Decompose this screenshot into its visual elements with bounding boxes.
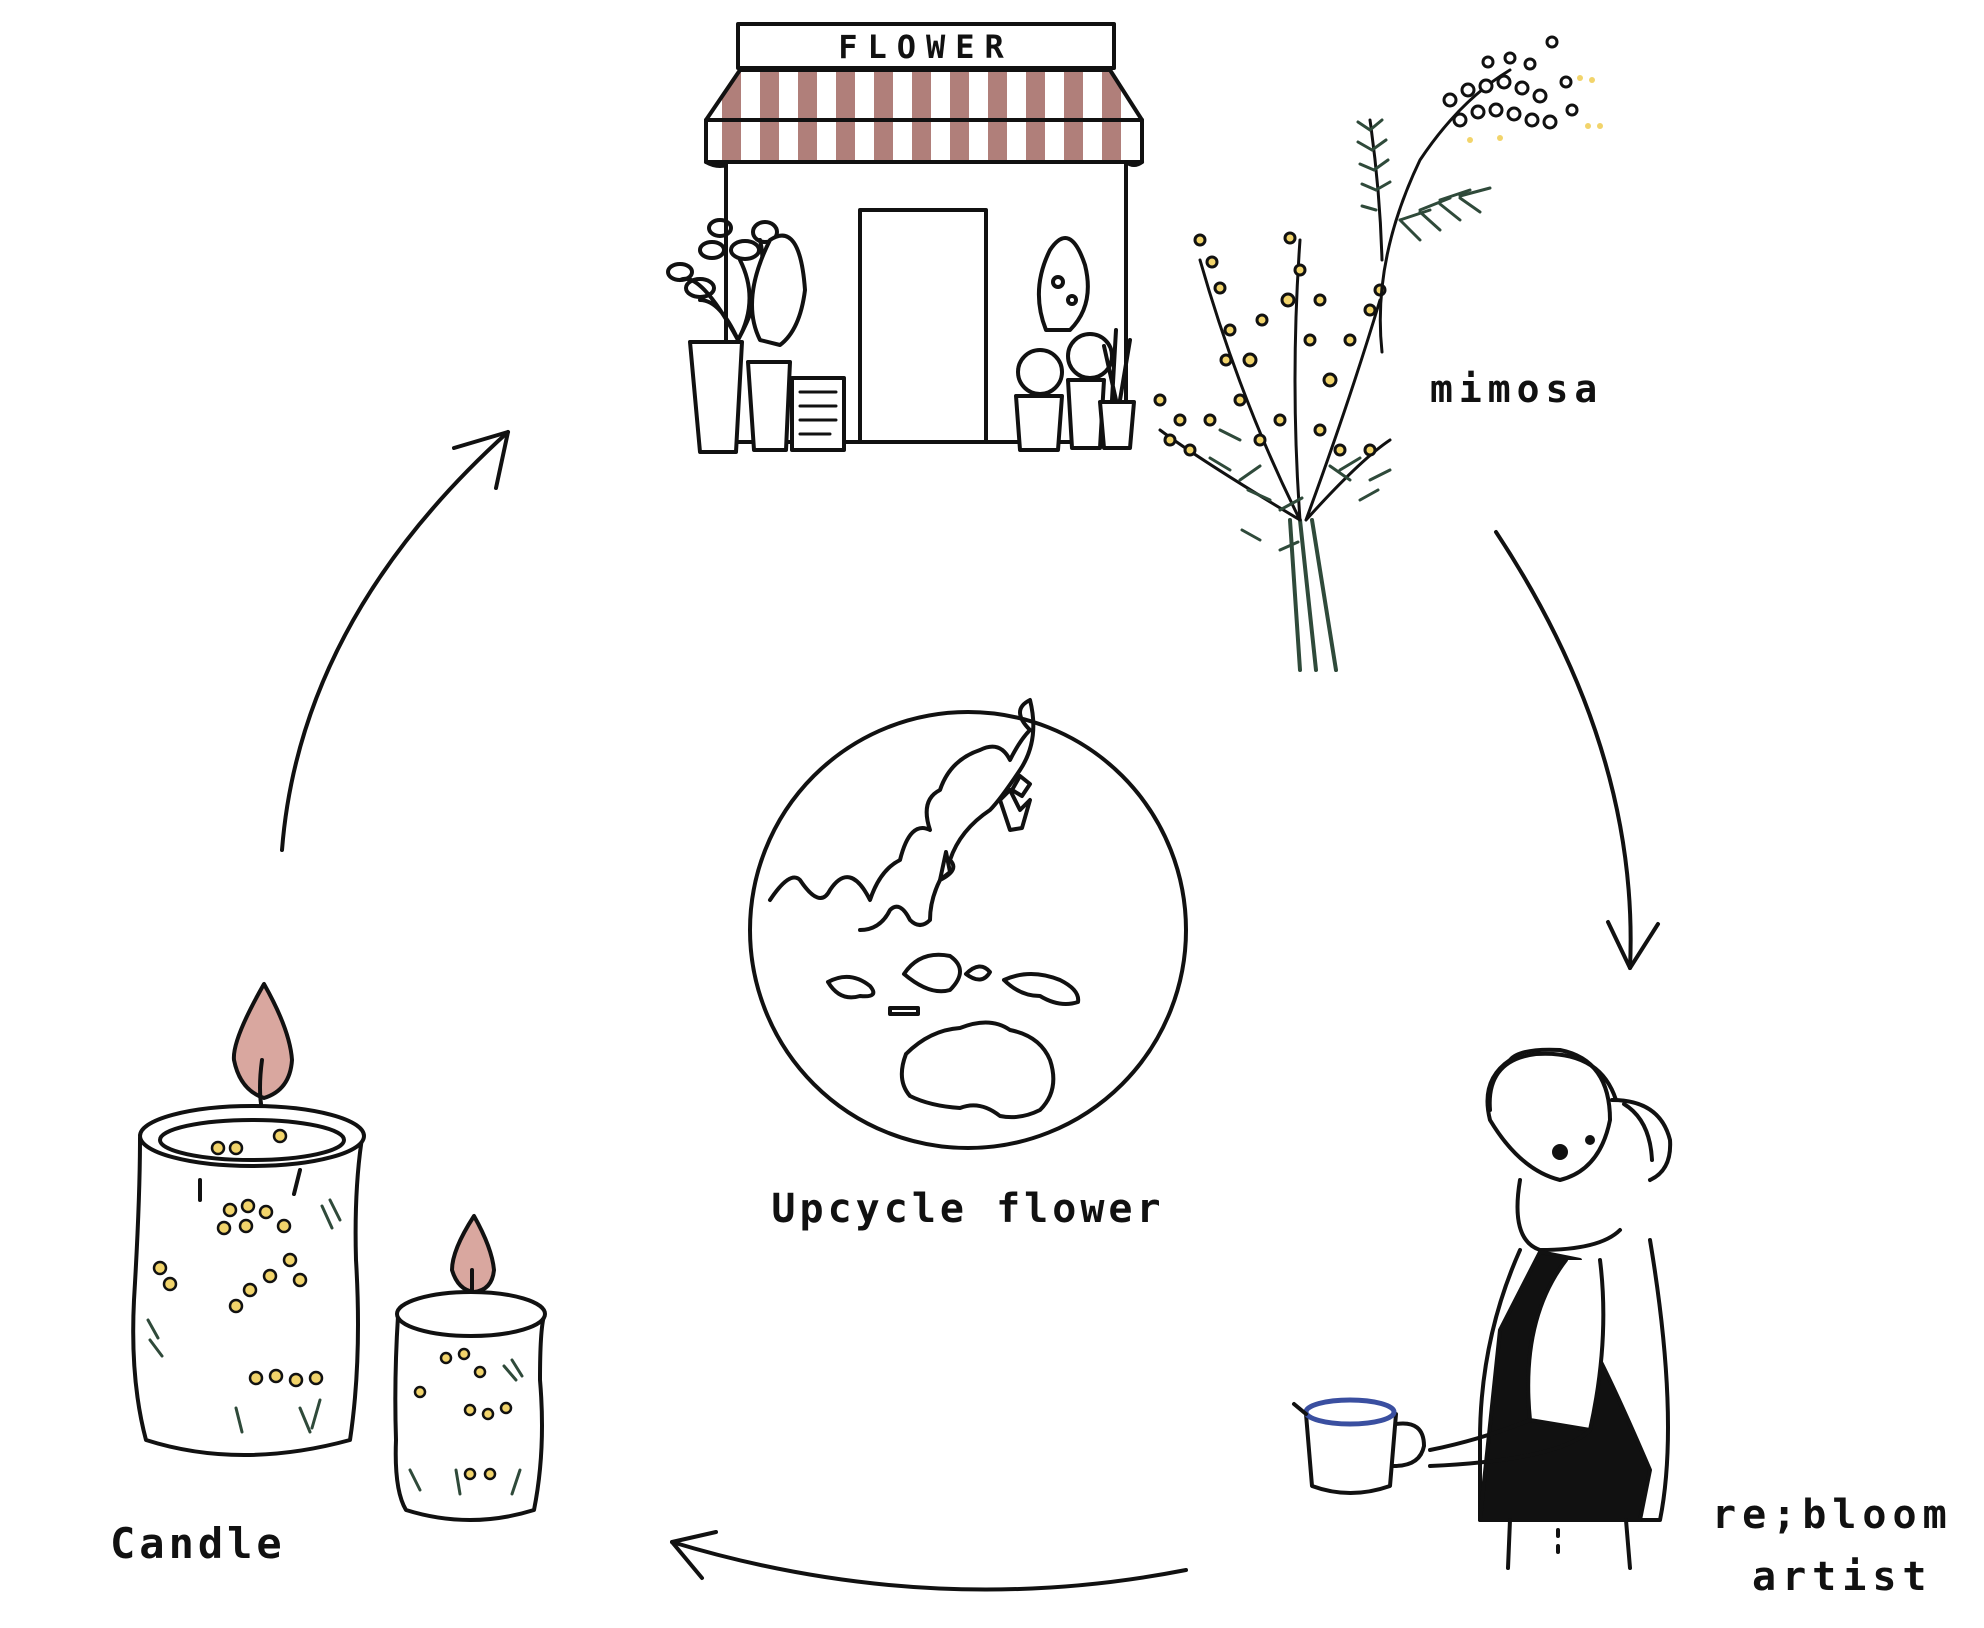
mimosa-label: mimosa xyxy=(1430,367,1603,411)
candles-icon xyxy=(131,982,547,1522)
artist-label-line2: artist xyxy=(1752,1554,1933,1600)
mimosa-bouquet-icon xyxy=(1153,231,1392,672)
cycle-arrow-icon xyxy=(280,430,1660,1592)
flower-shop-icon: FLOWER xyxy=(666,22,1144,454)
candle-label: Candle xyxy=(110,1519,286,1568)
mimosa-sprig-icon xyxy=(1356,35,1603,354)
artist-icon xyxy=(1292,1047,1673,1570)
artist-label-line1: re;bloom xyxy=(1712,1492,1953,1538)
shop-sign-text: FLOWER xyxy=(838,28,1014,66)
center-label: Upcycle flower xyxy=(771,1186,1164,1232)
globe-icon xyxy=(748,698,1188,1150)
